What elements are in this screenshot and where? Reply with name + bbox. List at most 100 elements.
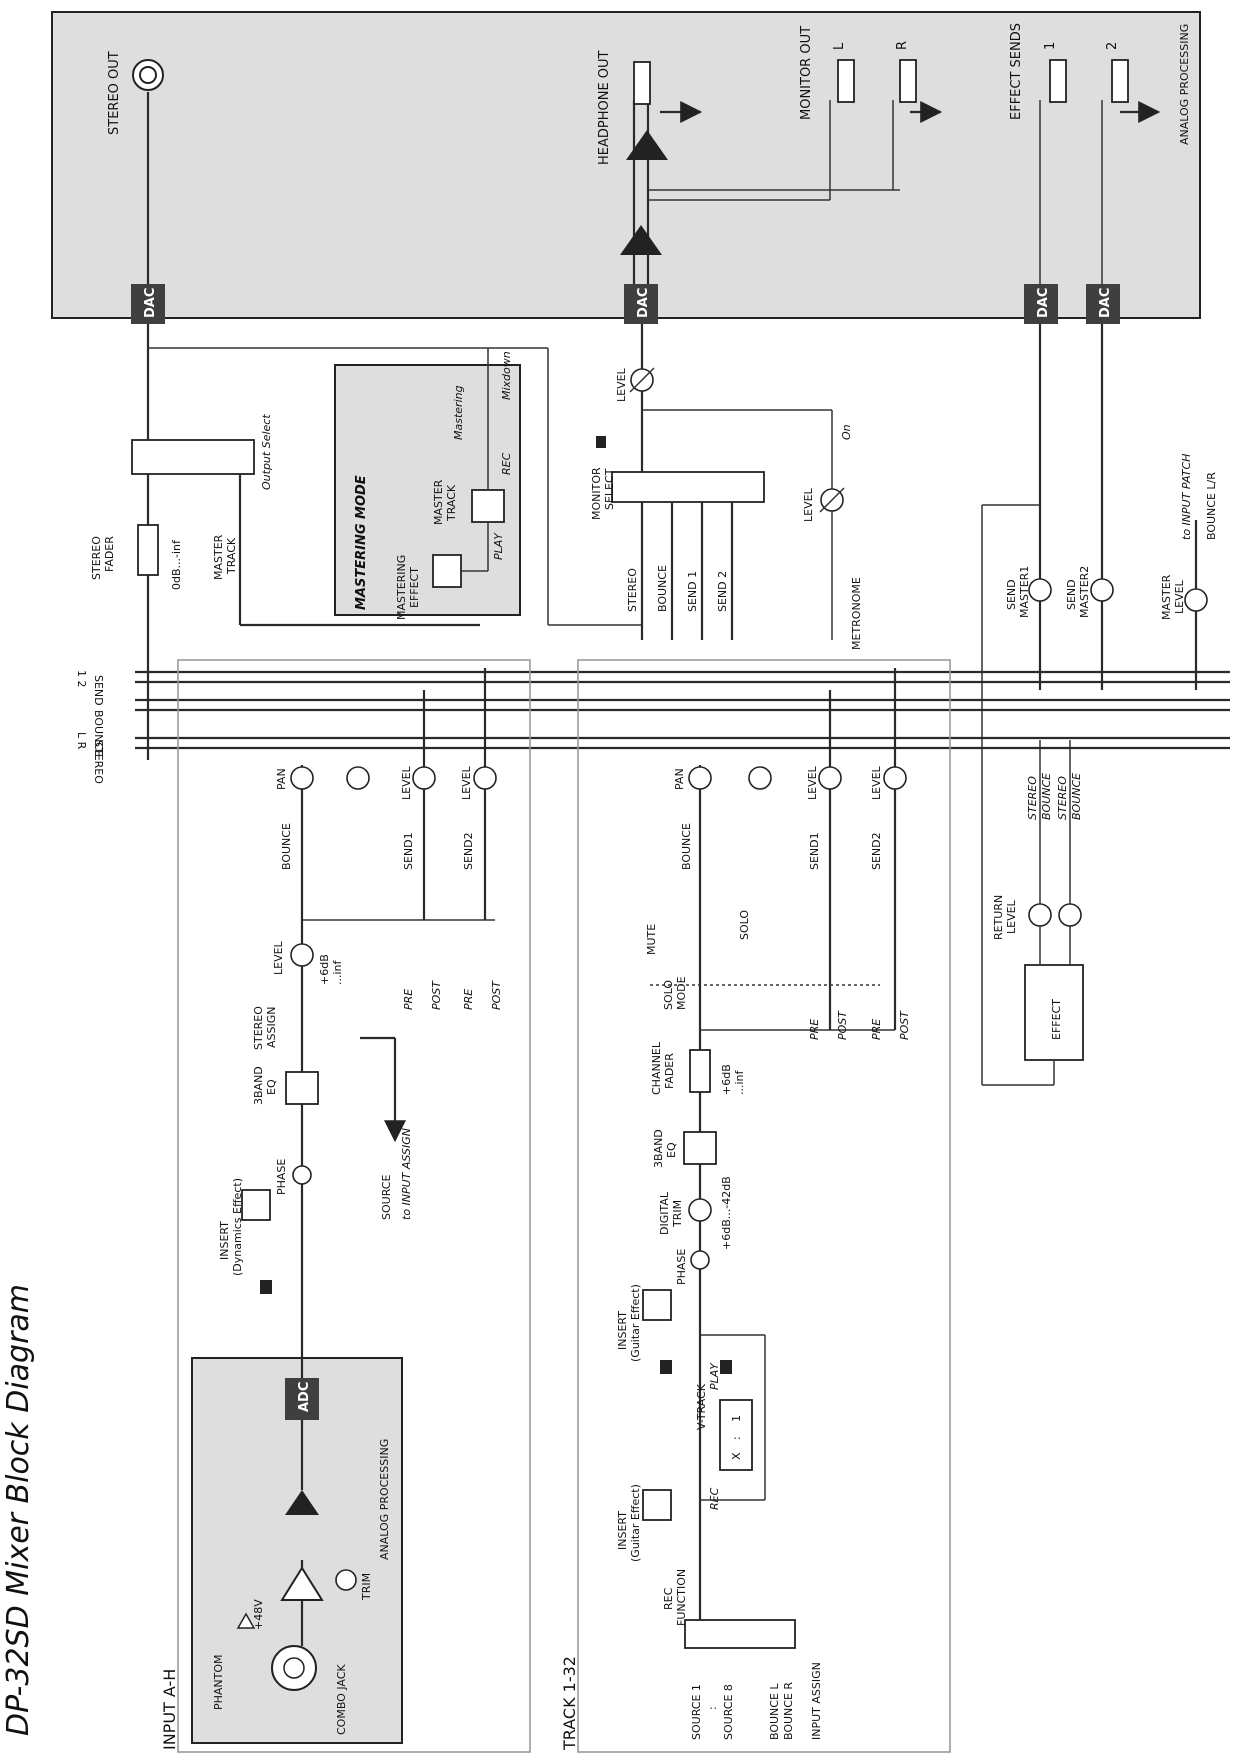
svg-text:LEVEL: LEVEL	[802, 487, 815, 522]
svg-text:PLAY: PLAY	[708, 1362, 721, 1390]
dac-send2	[1086, 284, 1120, 324]
digital-trim-knob	[688, 1198, 712, 1222]
monitor-source-bounce: BOUNCE	[656, 565, 669, 612]
svg-text:SEND2: SEND2	[462, 832, 475, 870]
svg-text:2: 2	[1105, 42, 1120, 50]
svg-text:BOUNCE: BOUNCE	[1070, 773, 1083, 820]
svg-text:STEREO: STEREO	[252, 1006, 265, 1050]
svg-text:SOURCE 1: SOURCE 1	[690, 1684, 703, 1740]
svg-text:PLAY: PLAY	[492, 532, 505, 560]
adc	[285, 1378, 319, 1420]
svg-text:TRIM: TRIM	[671, 1200, 684, 1228]
track-meter-1	[660, 1360, 672, 1374]
svg-text:MASTER1: MASTER1	[1018, 566, 1031, 618]
svg-text:MODE: MODE	[675, 976, 688, 1010]
svg-text:LEVEL: LEVEL	[460, 765, 473, 800]
svg-text:1: 1	[730, 1415, 743, 1422]
svg-text:+6dB: +6dB	[318, 954, 331, 985]
insert-guitar-box-2	[642, 1289, 672, 1321]
svg-text:SEND: SEND	[1065, 579, 1078, 610]
phantom-triangle	[236, 1612, 256, 1629]
svg-text:TRIM: TRIM	[360, 1573, 373, 1601]
svg-text:BOUNCE L: BOUNCE L	[768, 1683, 781, 1740]
input-section-title: INPUT A-H	[160, 1669, 179, 1750]
svg-text:L: L	[832, 42, 847, 50]
svg-text:STEREO: STEREO	[90, 536, 103, 580]
svg-text:+48V: +48V	[252, 1599, 265, 1630]
svg-text:PRE: PRE	[808, 1019, 821, 1040]
dac-headphone	[624, 284, 658, 324]
svg-text:TRACK: TRACK	[225, 537, 238, 575]
mastering-effect-box	[432, 554, 462, 588]
monitor-select-box	[611, 471, 765, 503]
track-phase-switch	[690, 1250, 710, 1270]
svg-text:PHASE: PHASE	[675, 1249, 688, 1285]
svg-text:STEREO: STEREO	[1056, 776, 1069, 820]
svg-text:INSERT: INSERT	[218, 1221, 231, 1260]
svg-text:DAC: DAC	[1098, 288, 1113, 318]
svg-text:EFFECT: EFFECT	[1050, 999, 1063, 1040]
svg-text::: :	[706, 1706, 719, 1710]
svg-text:PRE: PRE	[402, 989, 415, 1010]
svg-text:PRE: PRE	[462, 989, 475, 1010]
svg-text:ANALOG PROCESSING: ANALOG PROCESSING	[378, 1439, 391, 1560]
svg-text:3BAND: 3BAND	[652, 1129, 665, 1168]
svg-text:Mastering: Mastering	[452, 385, 465, 440]
svg-text:COMBO JACK: COMBO JACK	[335, 1664, 348, 1735]
input-section: INPUT A-H ANALOG PROCESSING COMBO JACK P…	[160, 659, 531, 1753]
svg-text:MUTE: MUTE	[645, 924, 658, 955]
svg-text:DIGITAL: DIGITAL	[658, 1191, 671, 1235]
svg-text:INSERT: INSERT	[616, 1511, 629, 1550]
track-section: TRACK 1-32 INPUT ASSIGN SOURCE 1 : SOURC…	[560, 659, 951, 1753]
diagram-title: DP-32SD Mixer Block Diagram	[1, 1284, 36, 1736]
svg-text:DAC: DAC	[143, 288, 158, 318]
svg-text:POST: POST	[898, 1010, 911, 1040]
svg-text:LEVEL: LEVEL	[400, 765, 413, 800]
svg-text:...inf: ...inf	[331, 959, 344, 985]
svg-text:SEND1: SEND1	[402, 832, 415, 870]
svg-text:LEVEL: LEVEL	[272, 940, 285, 975]
ol-indicator	[260, 1280, 272, 1294]
svg-text:FUNCTION: FUNCTION	[675, 1569, 688, 1626]
monitor-out-l-jack	[837, 59, 855, 103]
svg-text:MASTER: MASTER	[1160, 574, 1173, 620]
svg-text:SELECT: SELECT	[603, 468, 616, 510]
analog-processing-label: ANALOG PROCESSING	[1178, 24, 1191, 145]
monitor-source-send2: SEND 2	[716, 571, 729, 612]
track-section-title: TRACK 1-32	[560, 1656, 579, 1751]
svg-text:BOUNCE: BOUNCE	[680, 823, 693, 870]
svg-text:(Dynamics Effect): (Dynamics Effect)	[231, 1178, 244, 1276]
monitor-out-label: MONITOR OUT	[799, 26, 814, 120]
svg-text:MASTER2: MASTER2	[1078, 566, 1091, 618]
mastering-mode-title: MASTERING MODE	[354, 475, 369, 610]
svg-text:to INPUT ASSIGN: to INPUT ASSIGN	[400, 1128, 413, 1220]
effect-send-2-jack	[1111, 59, 1129, 103]
bus-bounce-label: BOUNCE	[92, 710, 105, 757]
svg-text:BOUNCE: BOUNCE	[280, 823, 293, 870]
svg-text:DAC: DAC	[1036, 288, 1051, 318]
insert-dynamics-box	[241, 1189, 271, 1221]
svg-text:L R: L R	[75, 732, 88, 750]
track-meter-2	[720, 1360, 732, 1374]
input-send2-level-knob	[473, 766, 497, 790]
svg-text:REC: REC	[500, 452, 513, 475]
vtrack-box	[719, 1399, 753, 1471]
svg-text:MASTER: MASTER	[432, 479, 445, 525]
svg-text:FADER: FADER	[103, 536, 116, 572]
svg-text::: :	[730, 1436, 743, 1440]
stereo-fader	[137, 524, 159, 576]
svg-text:PAN: PAN	[673, 768, 686, 790]
svg-text:SOLO: SOLO	[738, 910, 751, 940]
svg-text:SEND2: SEND2	[870, 832, 883, 870]
svg-text:EQ: EQ	[265, 1079, 278, 1095]
svg-text:TRACK: TRACK	[445, 484, 458, 522]
bus-send-label: SEND	[92, 675, 105, 706]
bus-lines: SEND BOUNCE STEREO L R 1 2	[75, 670, 1230, 784]
channel-fader	[689, 1049, 711, 1093]
master-level-knob	[1184, 588, 1208, 612]
effect-sends-label: EFFECT SENDS	[1009, 23, 1024, 120]
svg-text:SOURCE: SOURCE	[380, 1175, 393, 1220]
